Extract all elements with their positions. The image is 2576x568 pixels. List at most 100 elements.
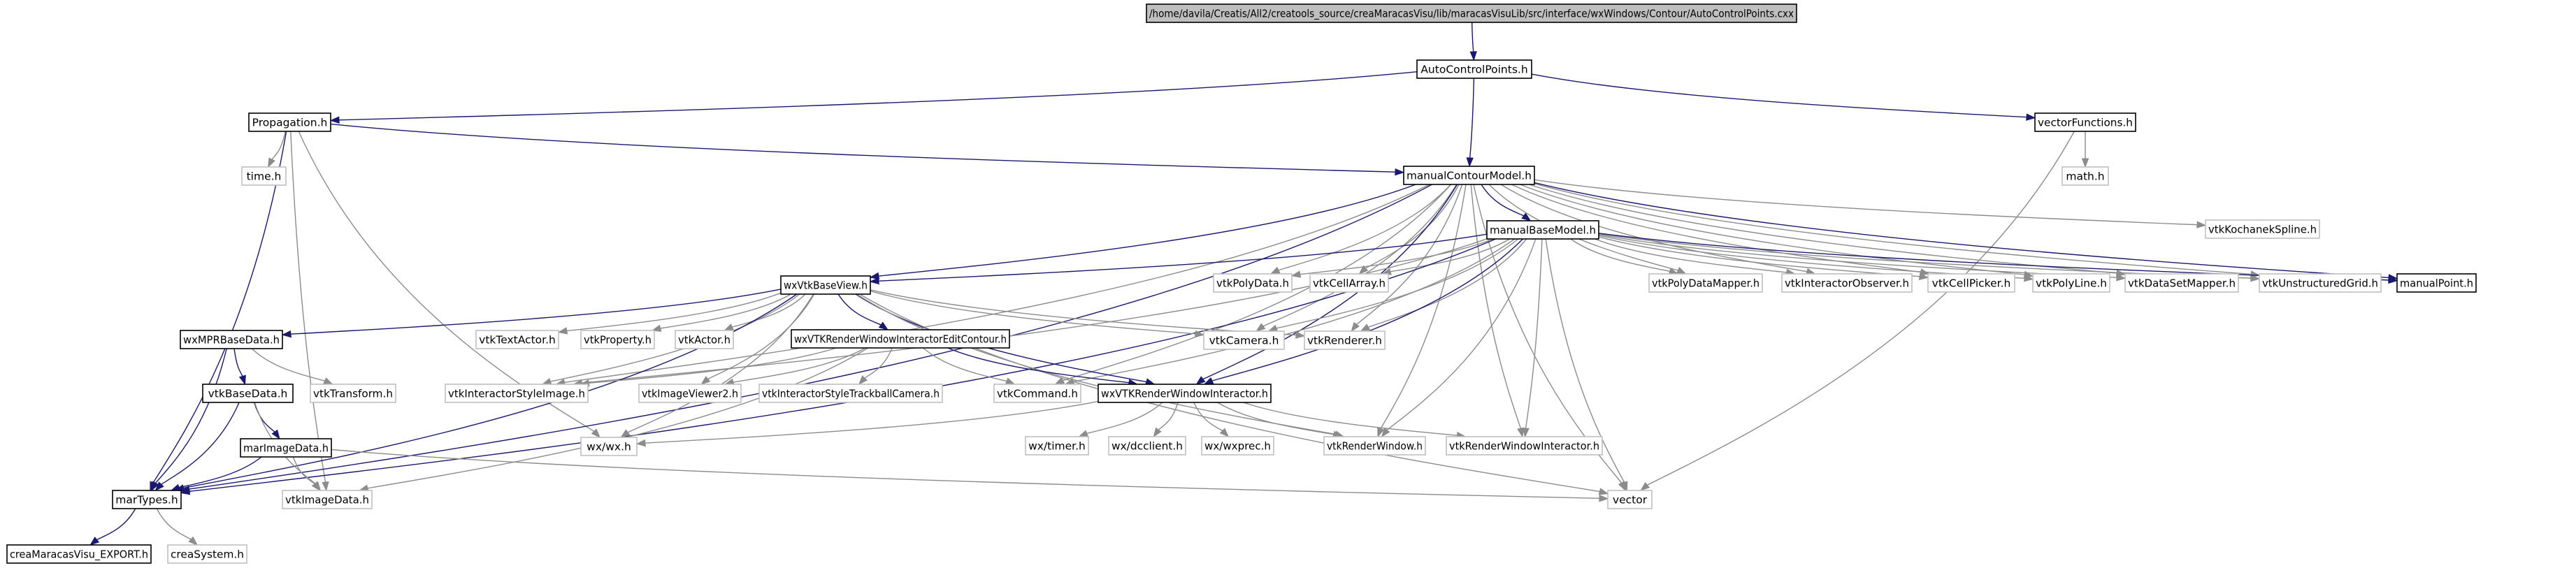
edge-mbm-to-intobs	[1595, 238, 1797, 277]
node-label: vtkCommand.h	[997, 388, 1078, 400]
node-box	[1446, 436, 1603, 456]
node-wxtimer: wx/timer.h	[1025, 436, 1089, 456]
node-box	[310, 384, 396, 403]
node-box	[2034, 112, 2136, 132]
node-label: marTypes.h	[115, 494, 178, 507]
node-vtkbase[interactable]: vtkBaseData.h	[202, 384, 294, 403]
node-wxrwiec[interactable]: wxVTKRenderWindowInteractorEditContour.h	[791, 329, 1010, 349]
node-label: AutoControlPoints.h	[1420, 64, 1527, 76]
node-label: vtkProperty.h	[584, 334, 652, 347]
node-box	[445, 384, 589, 403]
edge-mcm-to-polydata	[1269, 184, 1451, 275]
node-martypes[interactable]: marTypes.h	[112, 490, 182, 509]
dependency-edges	[89, 22, 2398, 546]
edge-mbm-to-polydata	[1290, 238, 1494, 278]
node-box	[1781, 273, 1913, 293]
node-label: time.h	[247, 170, 282, 183]
node-time: time.h	[241, 166, 287, 186]
node-acp[interactable]: AutoControlPoints.h	[1416, 59, 1532, 79]
edge-wxrwiec-to-iviewer2	[724, 347, 866, 386]
node-mbm[interactable]: manualBaseModel.h	[1486, 220, 1599, 240]
node-label: wxVtkBaseView.h	[784, 279, 868, 292]
node-actor: vtkActor.h	[675, 330, 734, 349]
edge-mbm-to-cellarray	[1381, 238, 1510, 275]
edge-wxbv-to-wxwx	[620, 293, 814, 438]
node-label: manualContourModel.h	[1406, 170, 1532, 182]
edge-vtkbase-to-marimg	[253, 402, 280, 440]
node-box	[240, 438, 332, 458]
node-polyline: vtkPolyLine.h	[2032, 273, 2110, 293]
node-vecf[interactable]: vectorFunctions.h	[2034, 112, 2136, 132]
node-isimage: vtkInteractorStyleImage.h	[445, 384, 589, 403]
node-label: vtkRenderer.h	[1307, 335, 1382, 347]
node-wxexp: wx/wxprec.h	[1201, 436, 1274, 456]
node-cellpicker: vtkCellPicker.h	[1927, 273, 2015, 293]
node-wxrwi[interactable]: wxVTKRenderWindowInteractor.h	[1098, 384, 1272, 403]
node-manpoint[interactable]: manualPoint.h	[2396, 273, 2477, 293]
node-label: vtkInteractorObserver.h	[1785, 277, 1909, 290]
node-label: vtkKochanekSpline.h	[2208, 224, 2317, 236]
node-box	[112, 490, 182, 509]
node-box	[2032, 273, 2110, 293]
node-mpr[interactable]: wxMPRBaseData.h	[180, 330, 283, 349]
node-wxdc: wx/dcclient.h	[1108, 436, 1186, 456]
node-box	[758, 384, 943, 403]
edge-vecf-to-math	[2081, 131, 2089, 168]
edge-marimg-to-martypes	[170, 456, 262, 491]
node-export[interactable]: creaMaracasVisu_EXPORT.h	[6, 544, 152, 564]
node-label: vtkTransform.h	[313, 388, 393, 400]
node-label: vtkRenderWindowInteractor.h	[1449, 440, 1599, 453]
node-box	[1648, 273, 1763, 293]
edge-martypes-to-export	[89, 508, 136, 546]
edge-mpr-to-martypes	[151, 348, 227, 492]
edge-root-to-acp	[1469, 22, 1477, 61]
node-box	[1201, 436, 1274, 456]
edge-wxrwi-to-renwin	[1217, 402, 1343, 438]
node-prop[interactable]: Propagation.h	[248, 112, 331, 132]
edge-mbm-to-wxrwi	[1203, 238, 1523, 385]
node-marimg[interactable]: marImageData.h	[240, 438, 332, 458]
node-mcm[interactable]: manualContourModel.h	[1403, 166, 1535, 185]
edge-mcm-to-renwin	[1377, 184, 1467, 438]
node-label: vtkDataSetMapper.h	[2128, 277, 2236, 290]
node-imagedata: vtkImageData.h	[282, 490, 373, 509]
edge-mbm-to-wxbv	[869, 233, 1488, 285]
node-label: vtkCellPicker.h	[1932, 277, 2011, 290]
node-label: vtkActor.h	[678, 334, 731, 347]
node-dsmapper: vtkDataSetMapper.h	[2124, 273, 2239, 293]
node-box	[167, 544, 247, 564]
node-label: vtkRenderWindow.h	[1327, 440, 1423, 453]
node-label: Propagation.h	[252, 117, 328, 129]
node-label: /home/davila/Creatis/All2/creatools_sour…	[1149, 8, 1794, 21]
node-label: vtkInteractorStyleTrackballCamera.h	[762, 388, 940, 400]
node-rwi: vtkRenderWindowInteractor.h	[1446, 436, 1603, 456]
edge-wxrwiec-to-command	[923, 347, 1016, 385]
edge-acp-to-mcm	[1466, 78, 1475, 168]
node-box	[2061, 166, 2109, 186]
node-box	[248, 112, 331, 132]
node-box	[2396, 273, 2477, 293]
edge-wxrwi-to-wxtimer	[1078, 402, 1163, 437]
node-label: wxVTKRenderWindowInteractorEditContour.h	[794, 333, 1007, 346]
node-renwin: vtkRenderWindow.h	[1323, 436, 1426, 456]
node-cellarray: vtkCellArray.h	[1309, 273, 1389, 293]
edge-wxbv-to-actor	[724, 293, 806, 331]
edge-prop-to-imagedata	[290, 131, 329, 492]
node-label: vtkPolyDataMapper.h	[1652, 277, 1760, 290]
edge-mbm-to-renwin	[1381, 238, 1537, 438]
node-box	[993, 384, 1081, 403]
edge-mcm-to-cellarray	[1358, 184, 1460, 275]
node-label: math.h	[2066, 170, 2104, 183]
node-box	[1304, 330, 1386, 350]
node-wxbv[interactable]: wxVtkBaseView.h	[780, 275, 871, 295]
edge-wxbv-to-renwin	[856, 293, 1345, 438]
node-box	[2205, 219, 2320, 239]
node-label: creaMaracasVisu_EXPORT.h	[10, 548, 148, 562]
node-label: manualPoint.h	[2400, 277, 2473, 290]
node-creasys: creaSystem.h	[167, 544, 247, 564]
node-box	[1486, 220, 1599, 240]
node-label: wxMPRBaseData.h	[183, 334, 280, 347]
node-box	[1403, 166, 1535, 185]
node-label: vtkInteractorStyleImage.h	[448, 388, 585, 400]
